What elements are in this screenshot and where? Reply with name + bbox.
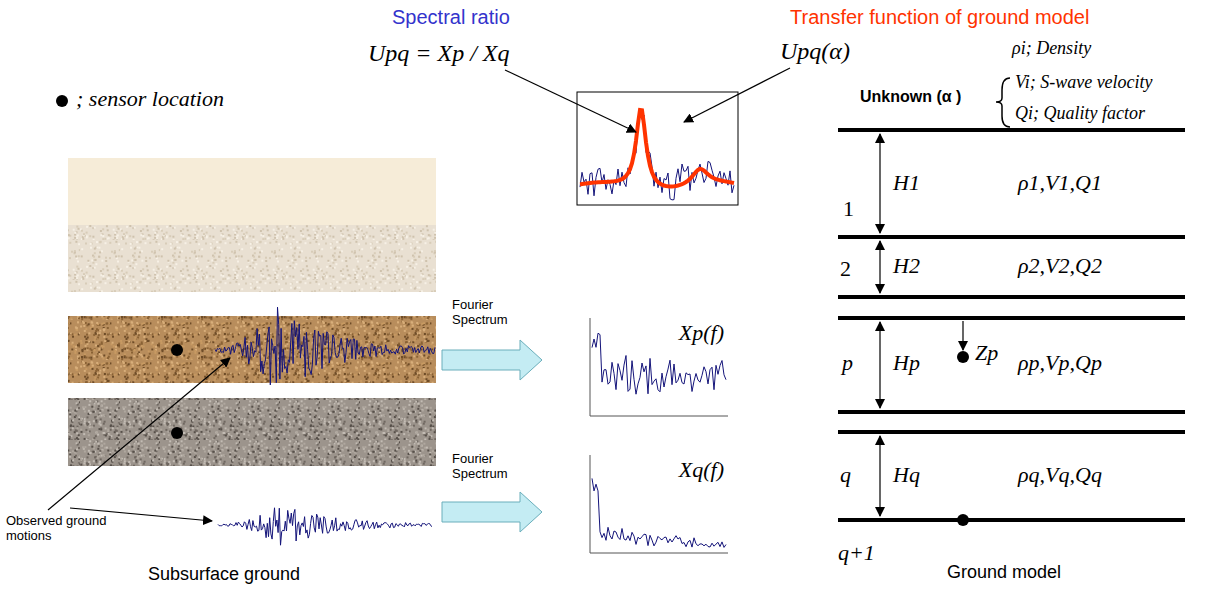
callout-text: Observed ground motions bbox=[6, 514, 118, 544]
thickness-label: Hq bbox=[893, 462, 920, 487]
block-arrow bbox=[442, 492, 542, 532]
spectrum-plot: Xp(f) bbox=[590, 318, 728, 416]
arrow-label: Fourier Spectrum bbox=[452, 298, 528, 328]
layer-number: 2 bbox=[840, 256, 851, 281]
thickness-label: Hp bbox=[893, 350, 920, 375]
plot-label: Xq(f) bbox=[679, 457, 724, 482]
pointer-arrow bbox=[505, 70, 636, 132]
waveform bbox=[218, 508, 432, 545]
caption: Ground model bbox=[947, 562, 1061, 583]
sensor-dot bbox=[56, 95, 68, 107]
layer-parameters: ρ2,V2,Q2 bbox=[1018, 253, 1102, 278]
layer-parameters: ρq,Vq,Qq bbox=[1018, 462, 1102, 487]
heading: Transfer function of ground model bbox=[790, 6, 1089, 29]
formula: Upq = Xp / Xq bbox=[368, 40, 510, 68]
formula: Upq(α) bbox=[780, 38, 850, 66]
parameter-note: Vi; S-wave velocity bbox=[1015, 72, 1153, 93]
plot-axes bbox=[590, 455, 728, 553]
layer-parameters: ρ1,V1,Q1 bbox=[1018, 170, 1102, 195]
heading: Spectral ratio bbox=[392, 6, 510, 29]
brace bbox=[996, 78, 1010, 127]
thickness-label: H2 bbox=[893, 253, 920, 278]
parameter-note: Qi; Quality factor bbox=[1015, 103, 1145, 124]
layer-number: p bbox=[842, 350, 853, 375]
parameter-note: ρi; Density bbox=[1012, 38, 1091, 59]
layer-boundaries bbox=[838, 130, 1185, 520]
sensor-dot bbox=[957, 514, 969, 526]
soil-band bbox=[68, 225, 436, 292]
arrow-label: Fourier Spectrum bbox=[452, 452, 528, 482]
spectral-ratio-line bbox=[580, 111, 734, 200]
thickness-label: H1 bbox=[893, 170, 920, 195]
layer-number: q bbox=[840, 462, 851, 487]
leader-arrow bbox=[48, 358, 230, 510]
caption: Subsurface ground bbox=[148, 564, 300, 585]
sensor-dot bbox=[171, 344, 183, 356]
depth-label: Zp bbox=[975, 340, 998, 365]
legend-text: ; sensor location bbox=[76, 86, 224, 111]
soil-band bbox=[68, 158, 436, 225]
plot-label: Xp(f) bbox=[679, 320, 724, 345]
pointer-arrow bbox=[684, 68, 790, 122]
block-arrow bbox=[442, 340, 542, 380]
unknown-label: Unknown (α ) bbox=[860, 88, 961, 106]
ratio-chart bbox=[577, 92, 738, 205]
sensor-dot bbox=[171, 427, 183, 439]
waveform bbox=[215, 307, 435, 385]
soil-band bbox=[68, 398, 436, 466]
thickness-arrows bbox=[880, 134, 963, 516]
layer-parameters: ρp,Vp,Qp bbox=[1018, 350, 1102, 375]
spectrum-plot: Xq(f) bbox=[590, 455, 728, 553]
layer-number: 1 bbox=[843, 196, 854, 221]
transfer-function-curve bbox=[580, 110, 734, 187]
plot-axes bbox=[590, 318, 728, 416]
spectrum-line bbox=[592, 478, 726, 547]
sensor-dot bbox=[957, 351, 969, 363]
layer-number: q+1 bbox=[838, 540, 875, 565]
